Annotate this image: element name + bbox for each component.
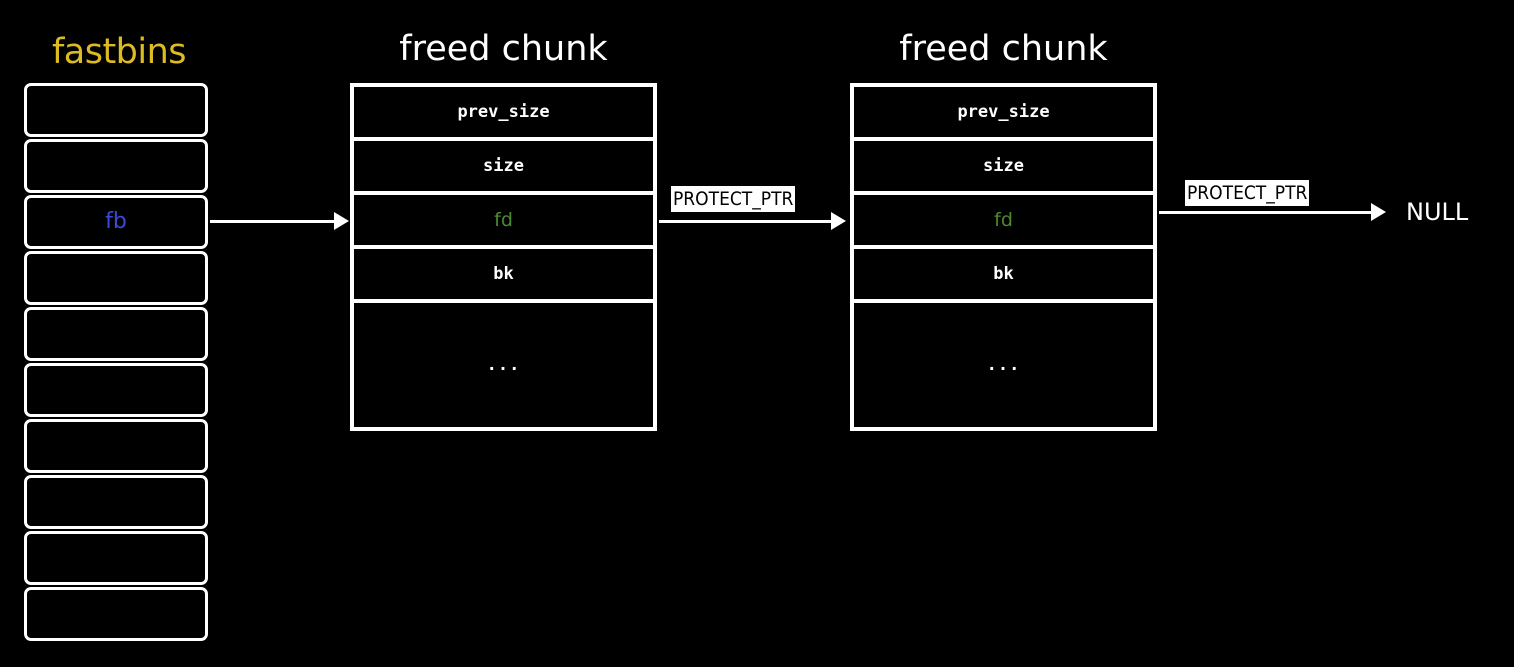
- chunk-row-prev-size: prev_size: [852, 85, 1155, 139]
- fastbin-slot-label-fb: fb: [105, 209, 127, 234]
- arrow-chunk1-to-chunk2-line: [659, 220, 835, 223]
- chunk-row-bk: bk: [352, 247, 655, 301]
- arrow-chunk2-to-null-head-icon: [1371, 203, 1386, 221]
- chunk-title: freed chunk: [899, 29, 1108, 69]
- fastbin-slot-4[interactable]: [24, 307, 208, 361]
- chunk-title: freed chunk: [399, 29, 608, 69]
- arrow-fastbins-to-chunk1-line: [210, 220, 338, 223]
- fastbin-slot-9[interactable]: [24, 587, 208, 641]
- protect-ptr-label-2: PROTECT_PTR: [1185, 180, 1310, 206]
- fastbin-slot-6[interactable]: [24, 419, 208, 473]
- freed-chunk-2: freed chunk prev_size size fd bk ...: [850, 29, 1157, 431]
- protect-ptr-label-1: PROTECT_PTR: [671, 186, 796, 212]
- fastbin-slot-5[interactable]: [24, 363, 208, 417]
- fastbins-column: fb: [24, 83, 208, 643]
- chunk-row-size: size: [352, 139, 655, 193]
- chunk-body: prev_size size fd bk ...: [850, 83, 1157, 431]
- fastbin-slot-8[interactable]: [24, 531, 208, 585]
- arrow-chunk2-to-null-line: [1159, 211, 1375, 214]
- fastbins-title: fastbins: [51, 32, 187, 72]
- fastbin-slot-0[interactable]: [24, 83, 208, 137]
- chunk-row-fd: fd: [852, 193, 1155, 247]
- chunk-body: prev_size size fd bk ...: [350, 83, 657, 431]
- arrow-fastbins-to-chunk1-head-icon: [334, 212, 349, 230]
- chunk-row-prev-size: prev_size: [352, 85, 655, 139]
- fastbin-slot-1[interactable]: [24, 139, 208, 193]
- null-terminator-label: NULL: [1406, 198, 1469, 226]
- chunk-row-size: size: [852, 139, 1155, 193]
- fastbin-slot-7[interactable]: [24, 475, 208, 529]
- chunk-row-ellipsis: ...: [852, 301, 1155, 429]
- arrow-chunk1-to-chunk2-head-icon: [831, 212, 846, 230]
- chunk-row-bk: bk: [852, 247, 1155, 301]
- fastbin-slot-2[interactable]: fb: [24, 195, 208, 249]
- freed-chunk-1: freed chunk prev_size size fd bk ...: [350, 29, 657, 431]
- fastbin-slot-3[interactable]: [24, 251, 208, 305]
- chunk-row-ellipsis: ...: [352, 301, 655, 429]
- chunk-row-fd: fd: [352, 193, 655, 247]
